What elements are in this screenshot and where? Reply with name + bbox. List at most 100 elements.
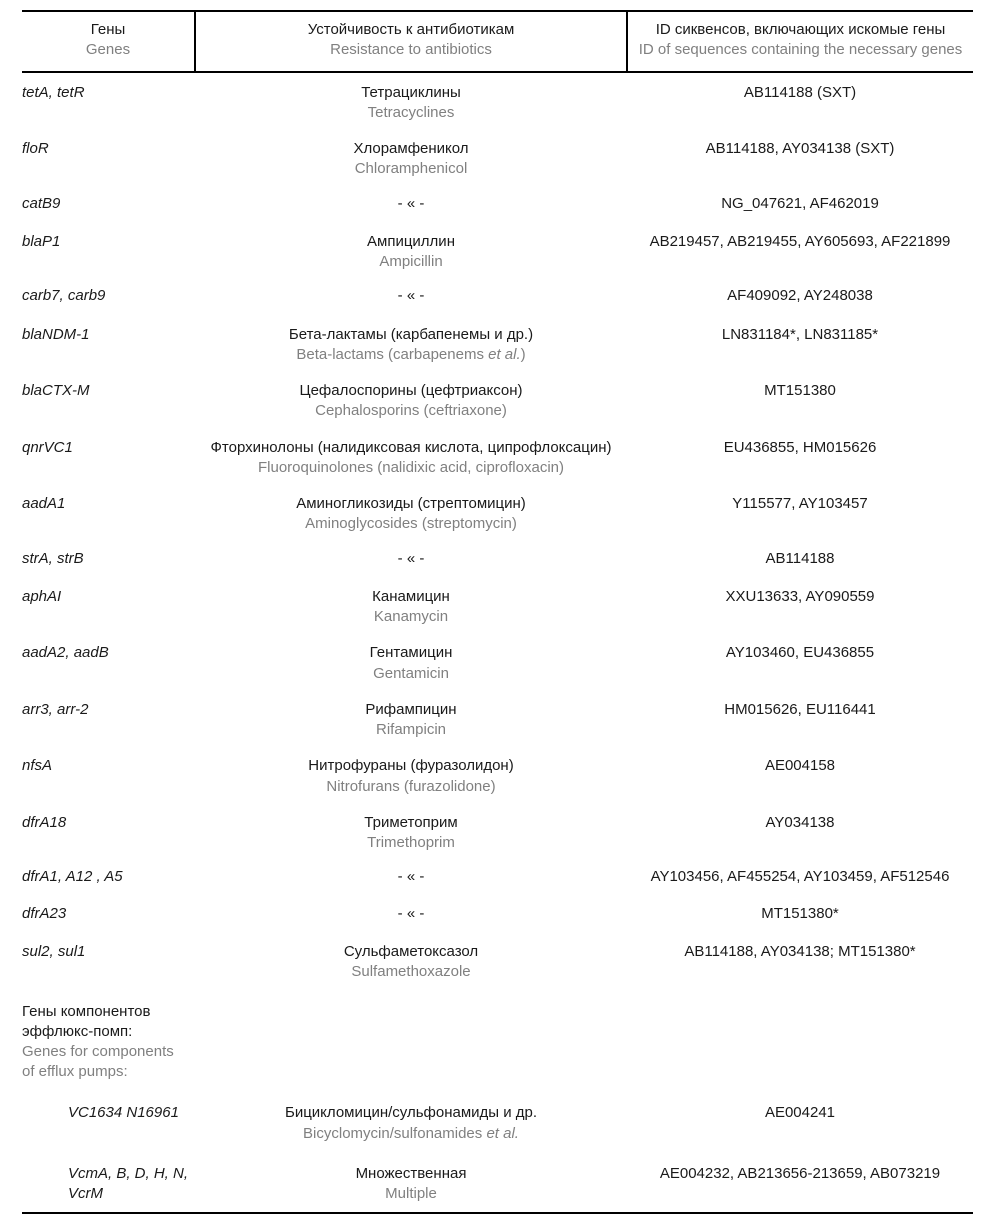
cell-resistance-empty [195,988,627,1091]
gene-name: strA, strB [22,549,84,567]
resistance-label-ru: Фторхинолоны (налидиксовая кислота, ципр… [210,438,612,456]
cell-genes: qnrVC1 [22,428,195,485]
section-heading-row: Гены компонентов эффлюкс-помп:Genes for … [22,988,973,1091]
cell-sequence-ids: AY034138 [627,803,973,860]
table-row: aadA1 Аминогликозиды (стрептомицин) Aminog… [22,484,973,541]
resistance-label-en-line: Multiple [201,1184,621,1204]
resistance-label-en: Bicyclomycin/sulfonamides et al. [303,1124,519,1142]
resistance-label-en-line: Fluoroquinolones (nalidixic acid, ciprof… [201,458,621,478]
resistance-label-en: Multiple [385,1185,437,1203]
column-header-genes: Гены Genes [22,10,196,73]
resistance-label-en: Beta-lactams (carbapenems et al.) [296,345,526,363]
cell-genes: dfrA23 [22,896,195,932]
cell-sequence-ids: Y115577, AY103457 [627,484,973,541]
column-header-ids-ru: ID сиквенсов, включающих искомые гены [655,21,946,38]
cell-resistance: - « - [195,859,627,895]
gene-name: carb7, carb9 [22,287,106,305]
cell-sequence-ids: EU436855, HM015626 [627,428,973,485]
resistance-label-ru: Сульфаметоксазол [343,942,479,960]
resistance-label-ru: Цефалоспорины (цефтриаксон) [299,382,523,399]
cell-genes: arr3, arr-2 [22,690,195,747]
cell-resistance: Фторхинолоны (налидиксовая кислота, ципр… [195,428,627,485]
resistance-label-ru: Хлорамфеникол [353,140,469,157]
resistance-label-en-line: Beta-lactams (carbapenems et al.) [201,345,621,365]
column-header-resistance-en: Resistance to antibiotics [330,41,492,59]
sequence-ids: AY034138 [765,813,835,831]
resistance-label-en: Rifampicin [375,721,447,738]
cell-sequence-ids: LN831184*, LN831185* [627,315,973,372]
cell-genes: nfsA [22,746,195,803]
resistance-ditto-mark: - « - [397,194,425,212]
resistance-label-en: Fluoroquinolones (nalidixic acid, ciprof… [258,458,564,476]
resistance-label-en: Trimethoprim [367,834,455,851]
cell-genes: aadA1 [22,484,195,541]
resistance-label-en: Kanamycin [373,608,449,625]
resistance-label-ru: Аминогликозиды (стрептомицин) [296,495,526,512]
sequence-ids: NG_047621, AF462019 [721,194,879,212]
resistance-label-en-line: Trimethoprim [201,833,621,853]
cell-sequence-ids: AB114188 [627,541,973,577]
gene-name: dfrA1, A12 , A5 [22,868,123,886]
resistance-label-en: Ampicillin [379,253,443,270]
column-header-resistance-ru: Устойчивость к антибиотикам [307,21,515,38]
resistance-label-ru: Нитрофураны (фуразолидон) [308,757,514,775]
sequence-ids: LN831184*, LN831185* [721,325,879,343]
resistance-label-en-line: Aminoglycosides (streptomycin) [201,514,621,534]
cell-sequence-ids: NG_047621, AF462019 [627,186,973,222]
resistance-label-en: Gentamicin [373,664,449,682]
resistance-label-ru: Множественная [355,1164,467,1182]
gene-name: tetA, tetR [22,83,85,101]
cell-sequence-ids: AB114188 (SXT) [627,72,973,130]
gene-name: VcmA, B, D, H, N, VcrM [68,1164,189,1203]
cell-sequence-ids: AB114188, AY034138; MT151380* [627,932,973,989]
et-al-italic: et al. [488,345,521,363]
cell-genes: blaCTX-M [22,371,195,428]
sequence-ids: AE004241 [764,1104,836,1122]
sequence-ids: AY103456, AF455254, AY103459, AF512546 [650,868,950,886]
cell-sequence-ids: XXU13633, AY090559 [627,577,973,634]
cell-resistance: Цефалоспорины (цефтриаксон)Cephalosporin… [195,371,627,428]
cell-resistance: - « - [195,278,627,314]
cell-resistance: Аминогликозиды (стрептомицин) Aminoglycos… [195,484,627,541]
resistance-label-ru: Канамицин [372,587,450,605]
gene-resistance-table-wrapper: Гены Genes Устойчивость к антибиотикам R… [22,10,973,1214]
resistance-label-en-line: Bicyclomycin/sulfonamides et al. [201,1124,621,1144]
cell-genes: VC1634 N16961 [22,1091,195,1152]
sequence-ids: AE004158 [764,757,836,775]
resistance-label-en-line: Rifampicin [201,720,621,740]
cell-genes: sul2, sul1 [22,932,195,989]
resistance-label-en-line: Sulfamethoxazole [201,962,621,982]
column-header-ids-en: ID of sequences containing the necessary… [638,41,963,59]
table-row: dfrA1, A12 , A5 - « - AY103456, AF455254, … [22,859,973,895]
cell-sequence-ids: AE004232, AB213656-213659, AB073219 [627,1151,973,1214]
gene-name: aadA2, aadB [22,644,109,662]
cell-resistance: - « - [195,896,627,932]
resistance-ditto-mark: - « - [397,549,425,567]
resistance-label-ru: Тетрациклины [361,83,461,101]
resistance-label-en: Tetracyclines [367,103,455,121]
sequence-ids: AB114188 [765,549,835,567]
resistance-label-en: Chloramphenicol [354,160,468,178]
cell-genes: carb7, carb9 [22,278,195,314]
cell-genes: catB9 [22,186,195,222]
gene-name: aadA1 [22,495,66,512]
cell-resistance: Бета-лактамы (карбапенемы и др.)Beta-lac… [195,315,627,372]
cell-section-heading: Гены компонентов эффлюкс-помп:Genes for … [22,988,195,1091]
cell-sequence-ids: AB219457, AB219455, AY605693, AF221899 [627,222,973,279]
